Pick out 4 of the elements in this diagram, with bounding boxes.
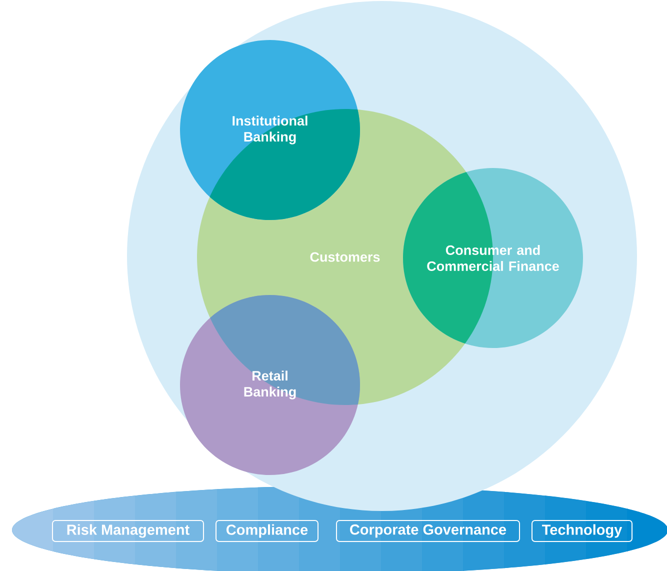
label-box: Risk Management xyxy=(52,520,204,542)
label-box: Corporate Governance xyxy=(336,520,520,542)
label-box: Technology xyxy=(532,520,632,542)
label-box: Compliance xyxy=(216,520,318,542)
